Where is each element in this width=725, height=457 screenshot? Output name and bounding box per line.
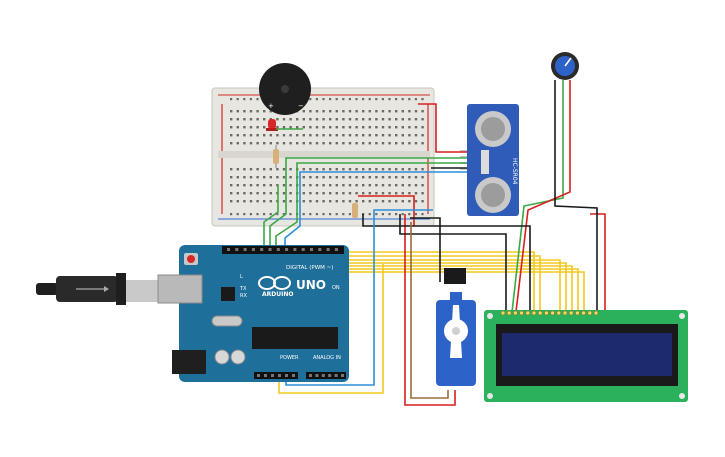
lcd-screen (502, 333, 672, 376)
wire-red[interactable] (418, 103, 467, 153)
wire-yellow[interactable] (278, 264, 384, 394)
sensor-pins (460, 150, 467, 170)
led-label-l: L (240, 274, 243, 280)
arduino-brand: ARDUINO (262, 291, 293, 298)
wire-black[interactable] (362, 214, 531, 312)
red-led[interactable] (266, 119, 278, 131)
resistor-led[interactable] (273, 145, 279, 168)
wire-green[interactable] (511, 80, 564, 313)
led-label-tx: TX (239, 286, 247, 292)
arduino-uno-board[interactable]: DIGITAL (PWM ~) ARDUINO UNO L TX RX ON P… (157, 245, 349, 382)
potentiometer-icon (564, 57, 572, 67)
lcd-pins (500, 310, 599, 316)
wire-black[interactable] (554, 80, 598, 312)
arduino-model: UNO (296, 278, 326, 292)
atmega-chip (252, 327, 338, 349)
wire-red[interactable] (515, 80, 571, 313)
svg-text:−: − (298, 102, 304, 110)
breadboard-channel (218, 151, 430, 158)
buzzer-plus-icon: + (268, 102, 274, 110)
infinity-logo-icon (258, 276, 291, 290)
potentiometer[interactable] (551, 52, 579, 80)
analog-label: ANALOG IN (313, 355, 341, 361)
wire-red[interactable] (590, 213, 606, 312)
buzzer[interactable]: + − (259, 63, 311, 115)
lcd-16x2[interactable] (484, 310, 688, 402)
wire-red[interactable] (404, 214, 456, 406)
wire-green[interactable] (263, 185, 279, 248)
on-label: ON (332, 285, 340, 291)
wire-blue[interactable] (284, 171, 467, 248)
reset-button[interactable] (187, 255, 195, 263)
resistor-sensor[interactable] (352, 203, 358, 218)
led-label-rx: RX (240, 293, 247, 299)
sensor-model-label: HC-SR04 (511, 158, 518, 185)
digital-label: DIGITAL (PWM ~) (286, 265, 333, 271)
usb-cable-icon (76, 286, 109, 292)
arduino-pins (227, 248, 344, 377)
ultrasonic-sensor[interactable]: HC-SR04 (460, 104, 519, 216)
breadboard[interactable] (211, 87, 435, 227)
breadboard-holes (230, 98, 424, 216)
wire-black[interactable] (399, 214, 507, 312)
wire-green[interactable] (275, 162, 467, 248)
servo-motor[interactable] (436, 268, 476, 386)
power-label: POWER (280, 355, 299, 361)
usb-cable[interactable] (36, 273, 158, 305)
wire-green[interactable] (269, 157, 467, 248)
wire-brown[interactable] (410, 222, 449, 399)
digital-header (222, 246, 344, 254)
